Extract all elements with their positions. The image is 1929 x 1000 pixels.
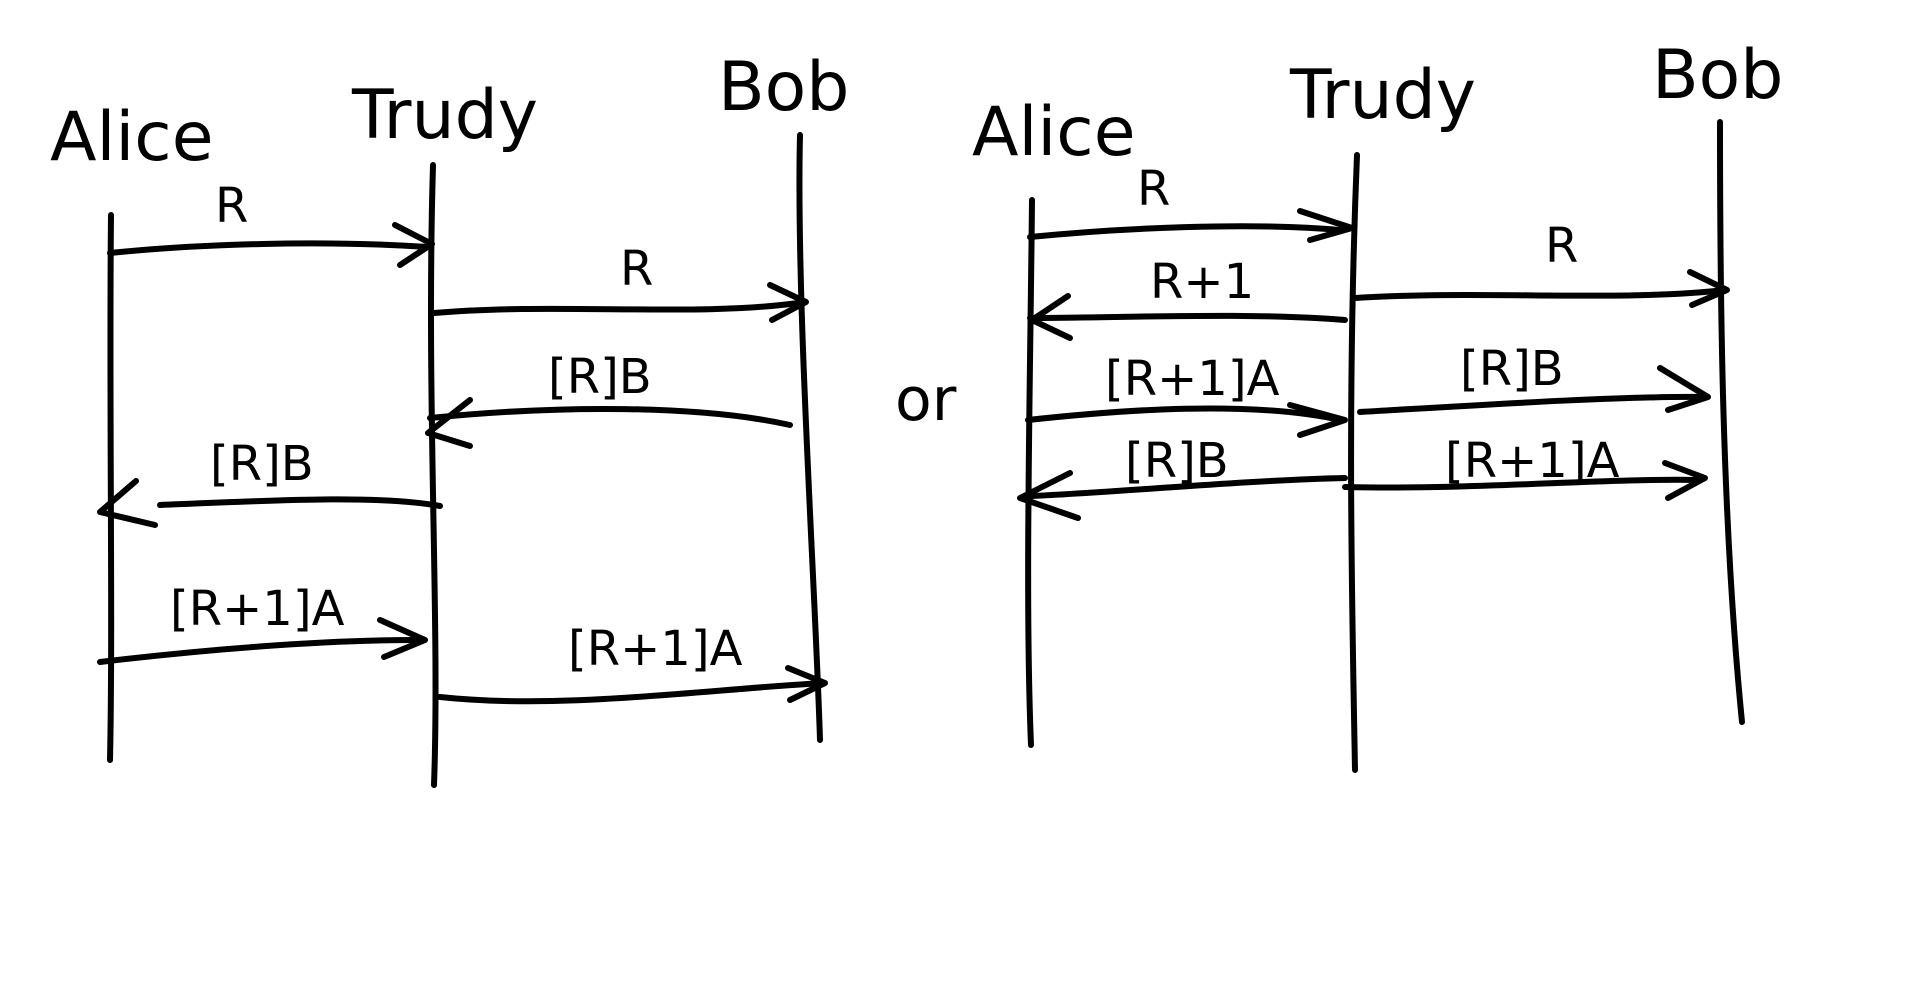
right-message-7-line xyxy=(1342,476,1703,491)
right-message-5-arrowhead xyxy=(1687,269,1730,308)
right-message-3: [R+1]A xyxy=(1025,351,1348,438)
left-lifeline-trudy xyxy=(427,162,439,788)
left-message-4: [R]B xyxy=(97,436,443,528)
left-message-3-label: [R]B xyxy=(548,349,652,405)
separator-or: or xyxy=(895,365,957,435)
left-message-5-label: [R+1]A xyxy=(170,581,345,637)
right-message-2-label: R+1 xyxy=(1150,254,1254,310)
left-message-6-line xyxy=(437,680,826,705)
right-scenario: Alice Trudy Bob R R+1 [R+1]A [R] xyxy=(972,36,1783,773)
left-lifeline-bob xyxy=(796,132,823,743)
right-participant-alice: Alice xyxy=(972,93,1136,172)
right-message-1-label: R xyxy=(1137,161,1170,217)
left-message-2: R xyxy=(431,241,809,323)
left-message-1-label: R xyxy=(215,178,248,234)
left-message-6-label: [R+1]A xyxy=(568,621,743,677)
right-lifeline-bob xyxy=(1717,119,1745,725)
left-message-6: [R+1]A xyxy=(437,621,828,705)
right-message-6-line xyxy=(1357,393,1708,415)
right-message-4-arrowhead xyxy=(1017,470,1081,521)
right-message-1-arrowhead xyxy=(1297,208,1355,243)
right-message-4-line xyxy=(1029,475,1348,499)
right-message-4: [R]B xyxy=(1017,433,1348,521)
left-message-1: R xyxy=(107,178,435,268)
left-message-4-label: [R]B xyxy=(210,436,314,492)
right-message-6-label: [R]B xyxy=(1460,341,1564,397)
right-message-5: R xyxy=(1352,218,1730,308)
left-message-3: [R]B xyxy=(425,349,793,449)
left-scenario: Alice Trudy Bob R R [R]B [R]B xyxy=(50,48,849,788)
left-message-2-arrowhead xyxy=(767,282,809,323)
right-message-2-line xyxy=(1027,312,1348,323)
right-message-5-line xyxy=(1352,287,1728,301)
right-message-1-line xyxy=(1027,223,1343,240)
left-message-1-line xyxy=(107,240,431,256)
right-message-5-label: R xyxy=(1545,218,1578,274)
left-lifeline-alice xyxy=(107,212,115,763)
left-message-5-line xyxy=(97,637,418,665)
left-message-2-line xyxy=(431,299,808,316)
right-message-6-arrowhead xyxy=(1657,365,1711,413)
left-participant-bob: Bob xyxy=(718,48,849,127)
right-message-7: [R+1]A xyxy=(1342,433,1708,501)
left-message-6-arrowhead xyxy=(785,665,828,703)
right-lifeline-alice xyxy=(1025,197,1035,748)
left-message-5: [R+1]A xyxy=(97,581,428,665)
right-message-4-label: [R]B xyxy=(1125,433,1229,489)
left-message-4-arrowhead xyxy=(97,478,158,528)
left-participant-alice: Alice xyxy=(50,98,214,177)
right-message-6: [R]B xyxy=(1357,341,1711,415)
left-participant-trudy: Trudy xyxy=(351,76,538,155)
right-message-7-label: [R+1]A xyxy=(1445,433,1620,489)
right-participant-trudy: Trudy xyxy=(1289,56,1476,135)
left-message-4-line xyxy=(157,496,443,509)
left-message-2-label: R xyxy=(620,241,653,297)
left-message-1-arrowhead xyxy=(392,222,435,268)
left-message-3-line xyxy=(427,405,793,428)
right-message-2-arrowhead xyxy=(1029,293,1073,341)
right-message-7-arrowhead xyxy=(1662,460,1708,501)
left-message-5-arrowhead xyxy=(377,617,428,660)
right-message-2: R+1 xyxy=(1027,254,1348,341)
right-message-3-line xyxy=(1025,405,1343,423)
right-participant-bob: Bob xyxy=(1652,36,1783,115)
right-message-3-arrowhead xyxy=(1287,402,1348,438)
right-lifeline-trudy xyxy=(1348,152,1360,773)
right-message-3-label: [R+1]A xyxy=(1105,351,1280,407)
left-message-3-arrowhead xyxy=(425,397,473,449)
right-message-1: R xyxy=(1027,161,1355,243)
